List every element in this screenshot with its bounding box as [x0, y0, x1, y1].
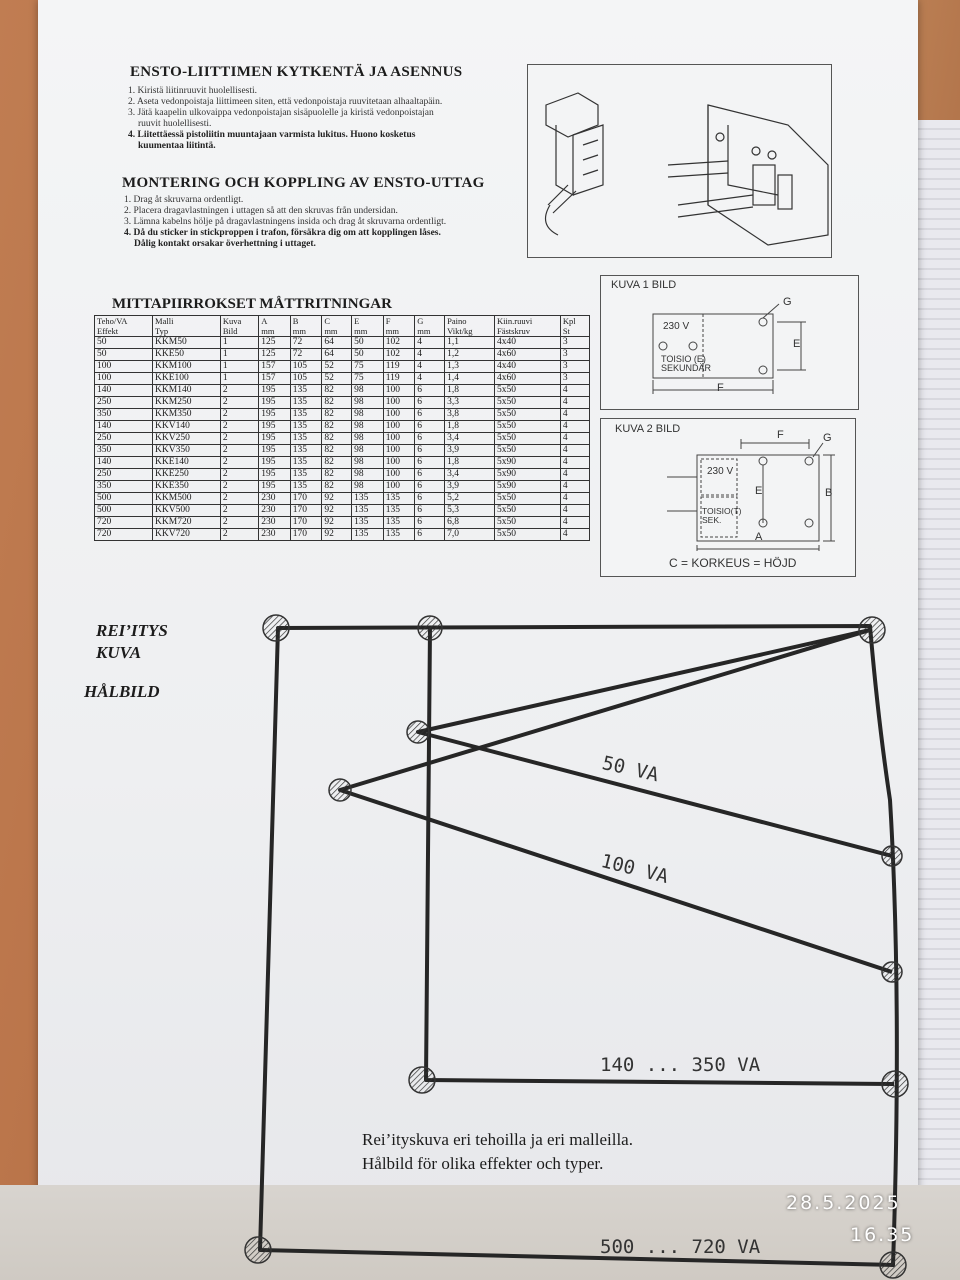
- drilling-caption: Rei’ityskuva eri tehoilla ja eri malleil…: [362, 1128, 633, 1176]
- step-fi-2: 2. Aseta vedonpoistaja liittimeen siten,…: [128, 97, 443, 107]
- figure-2: KUVA 2 BILD 230 V TOISIO(T)SEK. F G E B …: [600, 418, 856, 577]
- connector-drawing: [544, 92, 829, 246]
- drilling-title-sv: HÅLBILD: [84, 682, 160, 701]
- fig2-dim-a: A: [755, 531, 763, 543]
- caption-fi: Rei’ityskuva eri tehoilla ja eri malleil…: [362, 1130, 633, 1149]
- step-fi-1: 1. Kiristä liitinruuvit huolellisesti.: [128, 86, 258, 96]
- drilling-title-line1: REI’ITYS: [96, 621, 168, 640]
- fig2-dim-f: F: [777, 429, 784, 441]
- fig1-drawing: [652, 303, 806, 394]
- hole-140-left: [408, 1066, 436, 1094]
- fig1-voltage: 230 V: [663, 321, 690, 332]
- table-cell: 4: [559, 528, 591, 541]
- fig2-title: KUVA 2 BILD: [615, 423, 681, 435]
- photo-date: 28.5.2025: [786, 1192, 901, 1214]
- hole-500-right: [879, 1251, 907, 1279]
- hole-500-left: [244, 1236, 272, 1264]
- connector-illustration: [527, 64, 832, 258]
- outline-140-350: [424, 627, 895, 1086]
- table-cell: 2: [219, 408, 260, 421]
- hole-100-left: [328, 778, 352, 802]
- hole-top-mid: [417, 615, 443, 641]
- table-cell: 7,0: [444, 528, 495, 541]
- fig2-secondary: TOISIO(T)SEK.: [702, 506, 742, 525]
- table-cell: 50: [93, 336, 154, 349]
- step-fi-4b: kuumentaa liitintä.: [138, 141, 216, 151]
- figure-1: KUVA 1 BILD 230 V TOISIO (E)SEKUNDÄR G E…: [600, 275, 859, 410]
- hole-top-left: [262, 614, 290, 642]
- step-fi-3: 3. Jätä kaapelin ulkovaippa vedonpoistaj…: [128, 108, 434, 118]
- outline-100: [338, 628, 893, 974]
- fig1-dim-g: G: [783, 296, 792, 308]
- label-140-350va: 140 ... 350 VA: [600, 1054, 761, 1076]
- table-title: MITTAPIIRROKSET MÅTTRITNINGAR: [112, 296, 392, 312]
- table-cell: 720: [93, 528, 154, 541]
- fig2-dim-g: G: [823, 432, 832, 444]
- hole-100-right: [881, 961, 903, 983]
- fig2-footer: C = KORKEUS = HÖJD: [669, 556, 797, 570]
- step-fi-3b: ruuvit huolellisesti.: [138, 119, 212, 129]
- fig1-title: KUVA 1 BILD: [611, 279, 677, 291]
- fig1-secondary: TOISIO (E)SEKUNDÄR: [661, 354, 712, 373]
- connector-title-fi: ENSTO-LIITTIMEN KYTKENTÄ JA ASENNUS: [130, 64, 463, 80]
- hole-50-left: [406, 720, 430, 744]
- connector-title-sv: MONTERING OCH KOPPLING AV ENSTO-UTTAG: [122, 175, 485, 191]
- connector-steps-sv: 1. Drag åt skruvarna ordentligt. 2. Plac…: [124, 195, 524, 250]
- fig2-dim-b: B: [825, 487, 833, 499]
- table-cell: 135: [382, 528, 416, 541]
- fig2-voltage: 230 V: [707, 466, 734, 477]
- hole-50-right: [881, 845, 903, 867]
- step-sv-4b: Dålig kontakt orsakar överhettning i utt…: [134, 239, 316, 249]
- table-cell: 64: [321, 348, 353, 361]
- table-cell: 230: [258, 528, 291, 541]
- fig2-dim-e: E: [755, 485, 763, 497]
- fig1-dim-e: E: [793, 338, 801, 350]
- drilling-title-fi: REI’ITYS KUVA: [96, 620, 168, 664]
- connector-steps-fi: 1. Kiristä liitinruuvit huolellisesti. 2…: [128, 86, 528, 152]
- table-cell: 5x50: [494, 528, 561, 541]
- drilling-title-line2: KUVA: [96, 643, 142, 662]
- step-sv-4: 4. Då du sticker in stickproppen i trafo…: [124, 228, 441, 238]
- hole-top-right: [858, 616, 886, 644]
- step-sv-2: 2. Placera dragavlastningen i uttagen så…: [124, 206, 398, 216]
- step-sv-3: 3. Lämna kabelns hölje på dragavlastning…: [124, 217, 447, 227]
- hole-140-right: [881, 1070, 909, 1098]
- fig2-drawing: [667, 439, 835, 551]
- photo-time: 16.35: [850, 1224, 915, 1246]
- table-cell: 92: [321, 528, 353, 541]
- caption-sv: Hålbild för olika effekter och typer.: [362, 1154, 604, 1173]
- label-500-720va: 500 ... 720 VA: [600, 1236, 761, 1258]
- step-fi-4: 4. Liitettäessä pistoliitin muuntajaan v…: [128, 130, 416, 140]
- step-sv-1: 1. Drag åt skruvarna ordentligt.: [124, 195, 244, 205]
- table-cell: 2: [219, 528, 260, 541]
- fig1-dim-f: F: [717, 382, 724, 394]
